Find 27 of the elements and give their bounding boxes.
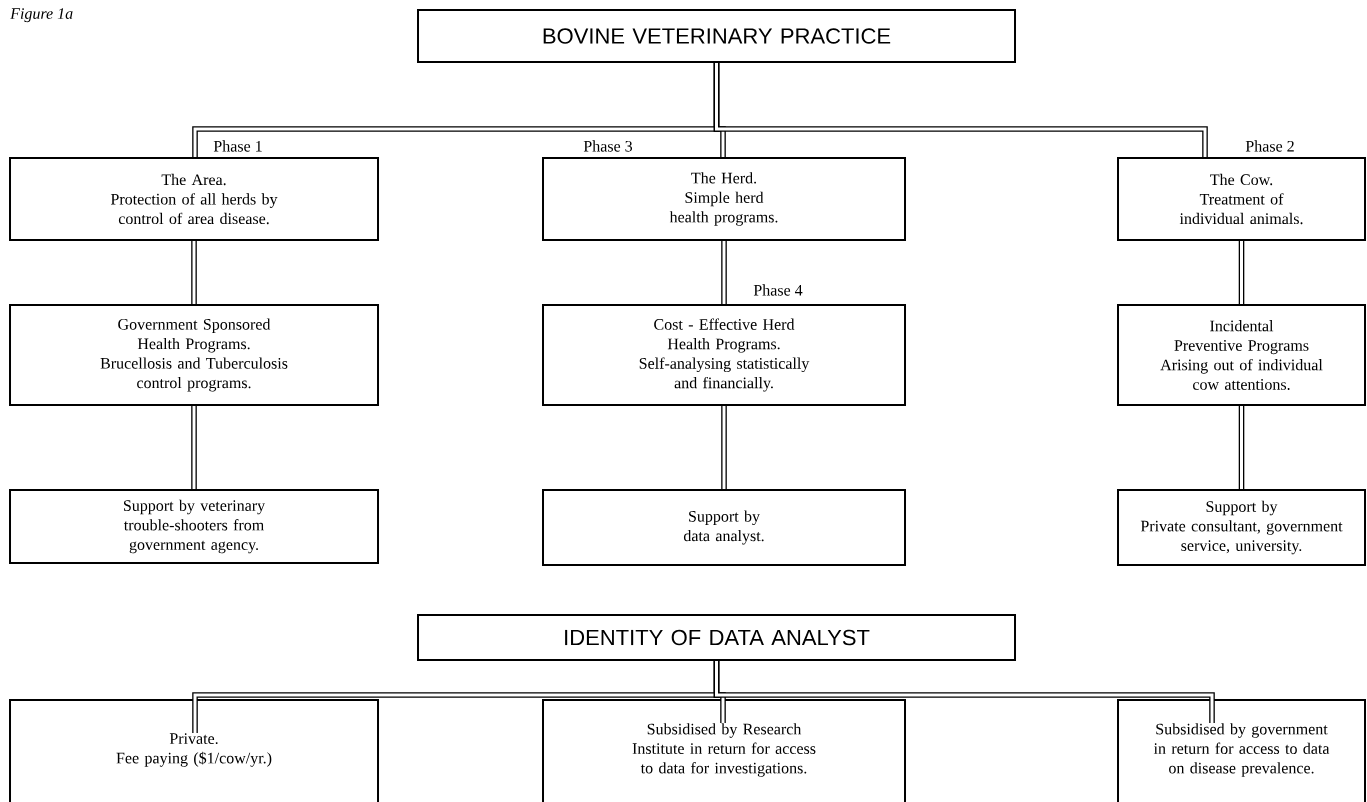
phase-label: Phase 4 xyxy=(753,284,803,296)
title-box: BOVINE VETERINARY PRACTICE xyxy=(417,9,1016,63)
connector-line xyxy=(191,406,197,489)
text-box: The Cow. Treatment of individual animals. xyxy=(1117,157,1366,241)
connector-line xyxy=(1238,241,1245,304)
phase-label: Phase 2 xyxy=(1245,140,1294,152)
text-box: Private. Fee paying ($1/cow/yr.) xyxy=(9,699,379,802)
text-box: Support by data analyst. xyxy=(542,489,906,566)
text-box: The Area. Protection of all herds by control of area disease. xyxy=(9,157,379,241)
connector-line xyxy=(191,241,197,304)
text-box: Support by veterinary trouble-shooters from government agency. xyxy=(9,489,379,564)
text-box: Incidental Preventive Programs Arising out of individual cow attentions. xyxy=(1117,304,1366,406)
connector-line xyxy=(713,661,1215,724)
text-box: Subsidised by Research Institute in return for access to data for investigations. xyxy=(542,699,906,802)
figure-label: Figure 1a xyxy=(10,8,73,23)
text-box: The Herd. Simple herd health programs. xyxy=(542,157,906,241)
text-box: Subsidised by government in return for access to data on disease prevalence. xyxy=(1117,699,1366,802)
phase-label: Phase 3 xyxy=(583,140,633,152)
text-box: Support by Private consultant, government service, university. xyxy=(1117,489,1366,566)
text-box: Cost - Effective Herd Health Programs. Self-analysing statistically and financially. xyxy=(542,304,906,406)
connector-line xyxy=(721,241,727,304)
connector-line xyxy=(1238,406,1245,489)
title-box: IDENTITY OF DATA ANALYST xyxy=(417,614,1016,661)
connector-line xyxy=(713,63,1208,157)
text-box: Government Sponsored Health Programs. Brucellosis and Tuberculosis control programs. xyxy=(9,304,379,406)
connector-line xyxy=(721,406,727,489)
phase-label: Phase 1 xyxy=(213,140,262,152)
